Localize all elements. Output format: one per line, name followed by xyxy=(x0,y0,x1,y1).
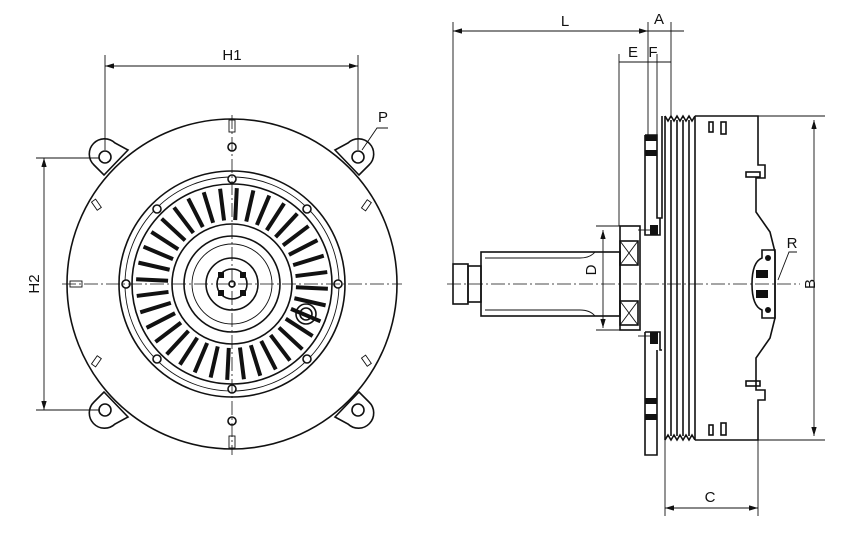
dimension-d: D xyxy=(583,225,620,331)
cooling-spoke xyxy=(136,277,169,283)
dimension-h2: H2 xyxy=(26,157,100,411)
cooling-spoke xyxy=(192,342,209,374)
cooling-spoke xyxy=(259,340,278,371)
cooling-spoke xyxy=(208,345,220,379)
dimension-c: C xyxy=(664,440,759,516)
cooling-spoke xyxy=(292,253,325,268)
cooling-spoke xyxy=(295,285,328,291)
cooling-spoke xyxy=(233,188,239,221)
bolt-icon xyxy=(302,354,312,364)
bolt-icon xyxy=(152,354,162,364)
cooling-spoke xyxy=(160,217,187,242)
front-view: H1 H2 P xyxy=(26,47,402,455)
cooling-spoke xyxy=(293,296,327,308)
dimension-e-f: E F xyxy=(618,44,671,226)
cooling-spoke xyxy=(136,289,169,298)
cooling-spokes xyxy=(136,188,328,380)
mounting-ear-top-left xyxy=(88,138,130,177)
cooling-spoke xyxy=(150,230,180,251)
cooling-spoke xyxy=(265,202,286,232)
dimension-b: B xyxy=(758,115,825,441)
cooling-spoke xyxy=(269,333,292,362)
dimension-l: L xyxy=(452,13,649,264)
cooling-spoke xyxy=(172,206,195,235)
cooling-spoke xyxy=(137,260,171,272)
cooling-spoke xyxy=(142,244,174,261)
dimension-label-d: D xyxy=(583,264,600,275)
cooling-spoke xyxy=(218,188,227,221)
cooling-spoke xyxy=(284,317,314,338)
center-hub-r xyxy=(751,249,776,319)
bolt-icon xyxy=(302,204,312,214)
dimension-label-c: C xyxy=(705,489,716,506)
cooling-spoke xyxy=(274,212,299,239)
cooling-spoke xyxy=(139,300,172,315)
dimension-label-a: A xyxy=(654,11,664,28)
cooling-spoke xyxy=(145,311,176,330)
bolt-icon xyxy=(152,204,162,214)
dimension-label-p: P xyxy=(378,109,388,126)
cooling-spoke xyxy=(288,238,319,257)
hub-bolts xyxy=(218,272,246,296)
cooling-spoke xyxy=(178,336,199,366)
dimension-a: A xyxy=(648,11,684,116)
cooling-spoke xyxy=(201,191,216,224)
cooling-spoke xyxy=(154,321,183,344)
dimension-label-f: F xyxy=(648,44,657,61)
dimension-label-b: B xyxy=(802,279,819,289)
mounting-ear-top-right xyxy=(333,138,375,177)
dimension-label-h1: H1 xyxy=(222,47,241,64)
dimension-label-r: R xyxy=(787,235,798,252)
cooling-spoke xyxy=(255,194,272,226)
dimension-label-e: E xyxy=(628,44,638,61)
side-view: L A E F D B xyxy=(447,11,825,516)
mounting-ear-bottom-right xyxy=(333,390,375,429)
dimension-r: R xyxy=(777,235,798,281)
dimension-p: P xyxy=(361,109,388,151)
bearing-housing xyxy=(619,225,641,331)
flange-plates xyxy=(638,116,663,456)
cooling-spoke xyxy=(165,329,190,356)
cooling-spoke xyxy=(186,197,205,228)
cooling-spoke xyxy=(225,347,231,380)
grease-fitting-icon xyxy=(295,303,317,325)
dimension-h1: H1 xyxy=(104,47,359,150)
pulley-grooves xyxy=(664,114,696,442)
cooling-spoke xyxy=(248,344,263,377)
cooling-spoke xyxy=(281,224,310,247)
cooling-spoke xyxy=(237,347,246,380)
mounting-ears xyxy=(88,138,375,429)
cooling-spoke xyxy=(244,189,256,223)
cooling-spoke xyxy=(295,270,328,279)
dimension-label-l: L xyxy=(561,13,569,30)
cooling-spoke xyxy=(277,326,304,351)
dimension-label-h2: H2 xyxy=(26,274,43,293)
